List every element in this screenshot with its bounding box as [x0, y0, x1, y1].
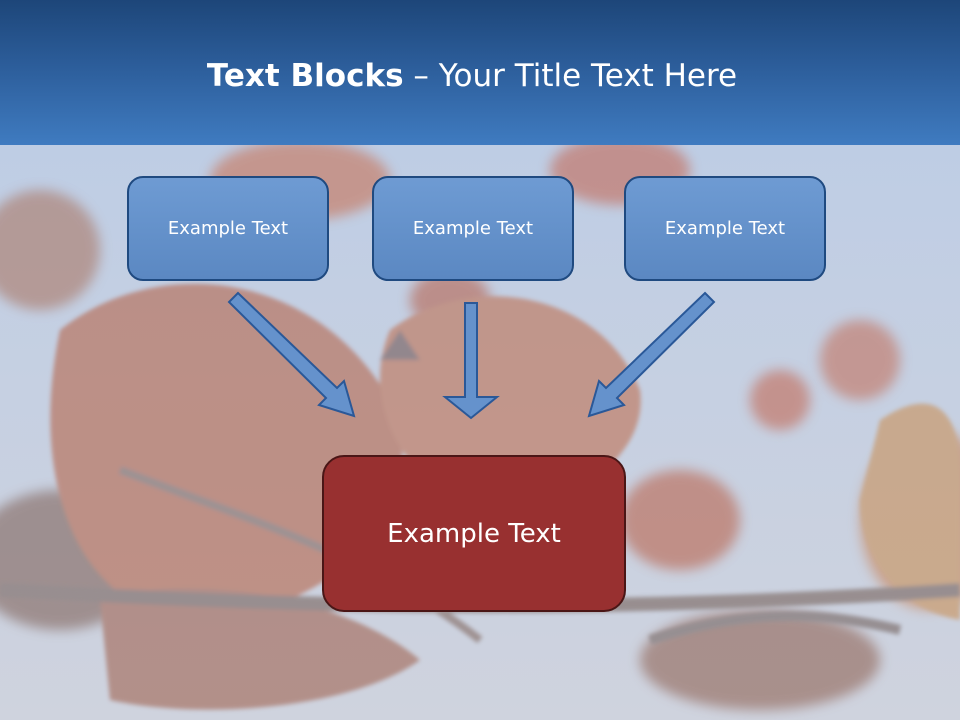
title-bold: Text Blocks [206, 58, 404, 94]
text-block-1[interactable]: Example Text [127, 176, 329, 281]
result-block-label: Example Text [387, 518, 561, 549]
title-dash: – [413, 58, 429, 94]
title-rest: Your Title Text Here [438, 58, 738, 94]
arrow-center [442, 302, 500, 420]
title-bar: Text Blocks – Your Title Text Here [0, 0, 960, 145]
result-block[interactable]: Example Text [322, 455, 626, 612]
arrow-left [227, 291, 356, 418]
text-block-2-label: Example Text [412, 218, 534, 239]
slide-title: Text Blocks – Your Title Text Here [0, 56, 944, 96]
text-block-2[interactable]: Example Text [372, 176, 574, 281]
text-block-3[interactable]: Example Text [624, 176, 826, 281]
text-block-3-label: Example Text [664, 218, 786, 239]
arrow-right [587, 291, 716, 418]
text-block-1-label: Example Text [167, 218, 289, 239]
